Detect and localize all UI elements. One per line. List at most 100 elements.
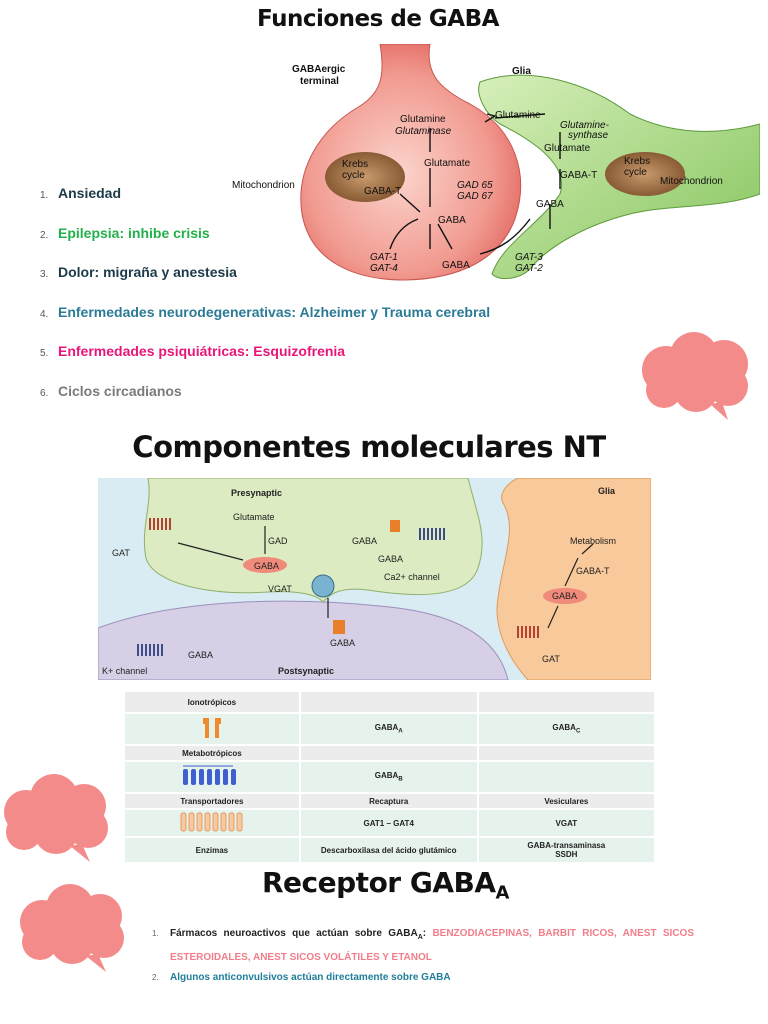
funcion-item: 3.Dolor: migraña y anestesia (40, 264, 490, 304)
table-cell: Metabotrópicos (123, 744, 301, 762)
label-glia: Glia (512, 66, 531, 77)
label-glutamate-left: Glutamate (424, 158, 471, 169)
label-gabaergic-terminal-2: terminal (300, 76, 339, 87)
label-glutamine-right: Glutamine (495, 110, 541, 121)
table-cell (123, 712, 301, 746)
postsynaptic-shape (98, 600, 509, 680)
funcion-num: 1. (40, 190, 49, 201)
label-glutamine-left: Glutamine (400, 114, 446, 125)
title-receptor: Receptor GABAA (262, 866, 509, 904)
label-postsynaptic: Postsynaptic (278, 666, 334, 676)
receptor-colon: : (422, 928, 427, 939)
table-cell (298, 690, 479, 714)
label-gabaergic-terminal: GABAergic (292, 64, 346, 75)
label-gat-1: GAT-1 (370, 252, 398, 263)
gaba-c-sub: C (575, 728, 581, 735)
gaba-a: GABA (374, 723, 399, 733)
gaba-b-sub: B (398, 776, 403, 783)
table-cell: Enzimas (123, 836, 301, 864)
funcion-item: 5.Enfermedades psiquiátricas: Esquizofre… (40, 343, 490, 383)
table-row: Metabotrópicos (123, 744, 657, 762)
table-cell (123, 808, 301, 838)
receptor-item: 1. Fármacos neuroactivos que actúan sobr… (152, 924, 694, 968)
funcion-num: 4. (40, 308, 49, 320)
table-row: Transportadores Recaptura Vesiculares (123, 792, 657, 810)
label-krebs-left-1: Krebs (342, 159, 368, 170)
title-receptor-main: Receptor GABA (262, 866, 496, 899)
label-gat-left: GAT (112, 548, 130, 558)
label-gaba-center: GABA (438, 215, 466, 226)
label-glutamine-synthase-1: Glutamine- (560, 120, 610, 131)
cloud-icon (4, 774, 108, 862)
table-cell (298, 744, 479, 762)
label-gad-67: GAD 67 (457, 191, 493, 202)
label-gaba-glia: GABA (536, 199, 564, 210)
figure1-labels: GABAergic terminal Glia Glutamine Glutam… (232, 64, 723, 274)
table-cell: GABAB (298, 760, 479, 794)
table-cell: Ionotrópicos (123, 690, 301, 714)
label-gaba-t: GABA-T (576, 566, 610, 576)
label-gaba-t-right: GABA-T (560, 170, 597, 181)
label-krebs-right-2: cycle (624, 167, 647, 178)
title-receptor-sub: A (495, 882, 510, 904)
label-gat-3: GAT-3 (515, 252, 543, 263)
label-gat-4: GAT-4 (370, 263, 398, 274)
mitochondrion-right (605, 152, 685, 196)
figure-synapse-components: Presynaptic Glia Glutamate GAD GABA GAT … (98, 478, 651, 680)
table-cell (123, 760, 301, 794)
gaba-transaminasa: GABA-transaminasa (527, 841, 606, 850)
label-gad: GAD (268, 536, 288, 546)
label-gad-65: GAD 65 (457, 180, 493, 191)
label-k-channel: K+ channel (102, 666, 147, 676)
funcion-text: Epilepsia: inhibe crisis (58, 224, 210, 241)
title-funciones: Funciones de GABA (257, 6, 499, 32)
funcion-text: Enfermedades neurodegenerativas: Alzheim… (58, 303, 491, 320)
cloud-icon (642, 332, 748, 420)
table-cell (476, 760, 657, 794)
table-cell: Recaptura (298, 792, 479, 810)
funcion-item: 2.Epilepsia: inhibe crisis (40, 225, 490, 265)
funcion-text: Enfermedades psiquiátricas: Esquizofreni… (58, 343, 346, 359)
label-glutamate-right: Glutamate (544, 143, 591, 154)
cloud-icon (20, 884, 124, 972)
funcion-item: 1.Ansiedad (40, 185, 490, 225)
funcion-item: 6.Ciclos circadianos (40, 383, 490, 423)
label-mitochondrion-left: Mitochondrion (232, 180, 295, 191)
label-gat-glia: GAT (542, 654, 560, 664)
vesicle (311, 574, 335, 598)
funcion-text: Ciclos circadianos (58, 382, 182, 399)
receptor-drugs: BENZODIACEPINAS, BARBIT RICOS, ANEST SIC… (170, 928, 694, 963)
neuron-terminal-shape (300, 44, 522, 281)
table-cell: Descarboxilasa del ácido glutámico (298, 836, 479, 864)
receptor-prefix-sub: A (417, 934, 423, 941)
table-cell: Vesiculares (476, 792, 657, 810)
label-gaba-glia: GABA (552, 591, 577, 601)
transporter-icon (180, 812, 243, 832)
table-cell: GABAC (476, 712, 657, 746)
label-krebs-left-2: cycle (342, 170, 365, 181)
label-glutamate: Glutamate (233, 512, 275, 522)
gaba-b: GABA (374, 771, 399, 781)
ssdh: SSDH (555, 850, 578, 859)
label-gaba-a-post: GABA (330, 638, 355, 648)
components-table: Ionotrópicos GABAA GABAC Metabotrópicos … (123, 690, 657, 864)
funcion-text: Dolor: migraña y anestesia (58, 264, 237, 280)
figure-gaba-metabolism: GABAergic terminal Glia Glutamine Glutam… (232, 44, 760, 281)
label-gaba-pre: GABA (254, 561, 279, 571)
receptor-num: 2. (152, 973, 159, 982)
table-row: Enzimas Descarboxilasa del ácido glutámi… (123, 836, 657, 864)
mitochondrion-left (325, 152, 405, 202)
label-presynaptic: Presynaptic (231, 488, 282, 498)
label-krebs-right-1: Krebs (624, 156, 650, 167)
gaba-bubble-glia (543, 588, 587, 604)
label-gaba-b-post: GABA (188, 650, 213, 660)
label-gat-2: GAT-2 (515, 263, 543, 274)
gaba-bubble-pre (243, 557, 287, 573)
label-ca-channel: Ca2+ channel (384, 572, 440, 582)
receptor-prefix: Fármacos neuroactivos que actúan sobre G… (170, 928, 418, 939)
table-row: GABAA GABAC (123, 712, 657, 746)
receptor-num: 1. (152, 929, 159, 938)
label-gaba-bottom: GABA (442, 260, 470, 271)
title-componentes: Componentes moleculares NT (132, 430, 606, 464)
